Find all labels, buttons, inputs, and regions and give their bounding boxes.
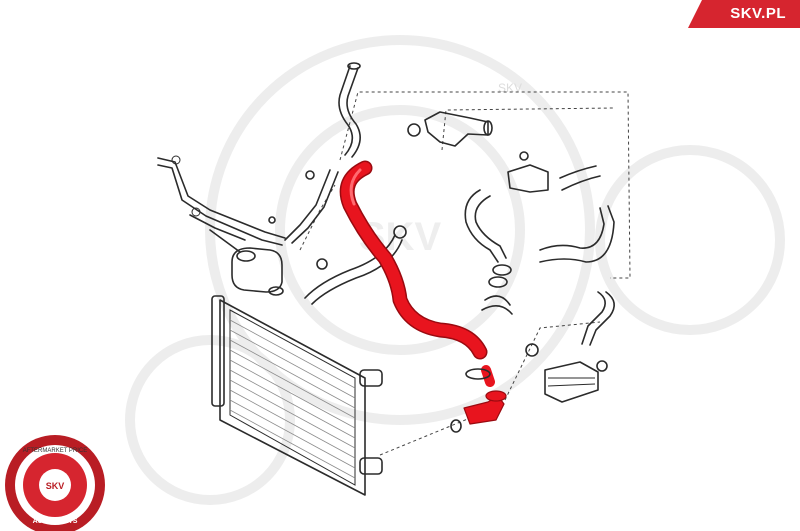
expansion-tank: [231, 247, 284, 296]
seal-top-text: AFTERMARKET PRICE: [23, 448, 88, 454]
lower-radiator-hose: [304, 225, 407, 305]
leader-lines: [299, 91, 631, 456]
watermark-text-small: SKV: [498, 81, 522, 95]
seal-center-text: SKV: [46, 481, 65, 491]
hose-clamps: [268, 170, 491, 433]
seal-bottom-text: AUTO PARTS: [33, 518, 78, 525]
left-coolant-pipe: [157, 155, 286, 253]
right-heater-hoses: [464, 151, 615, 346]
auto-parts-seal: AFTERMARKET PRICE SKV AUTO PARTS: [5, 435, 105, 531]
radiator: [211, 295, 383, 496]
brand-tab: [688, 0, 800, 28]
thermostat-housing: [407, 111, 493, 147]
brand-logo: SKV.PL: [730, 5, 786, 22]
background-watermark: SKV SKV: [125, 35, 785, 505]
oil-cooler: [525, 343, 608, 403]
upper-bypass-hose: [284, 62, 361, 244]
